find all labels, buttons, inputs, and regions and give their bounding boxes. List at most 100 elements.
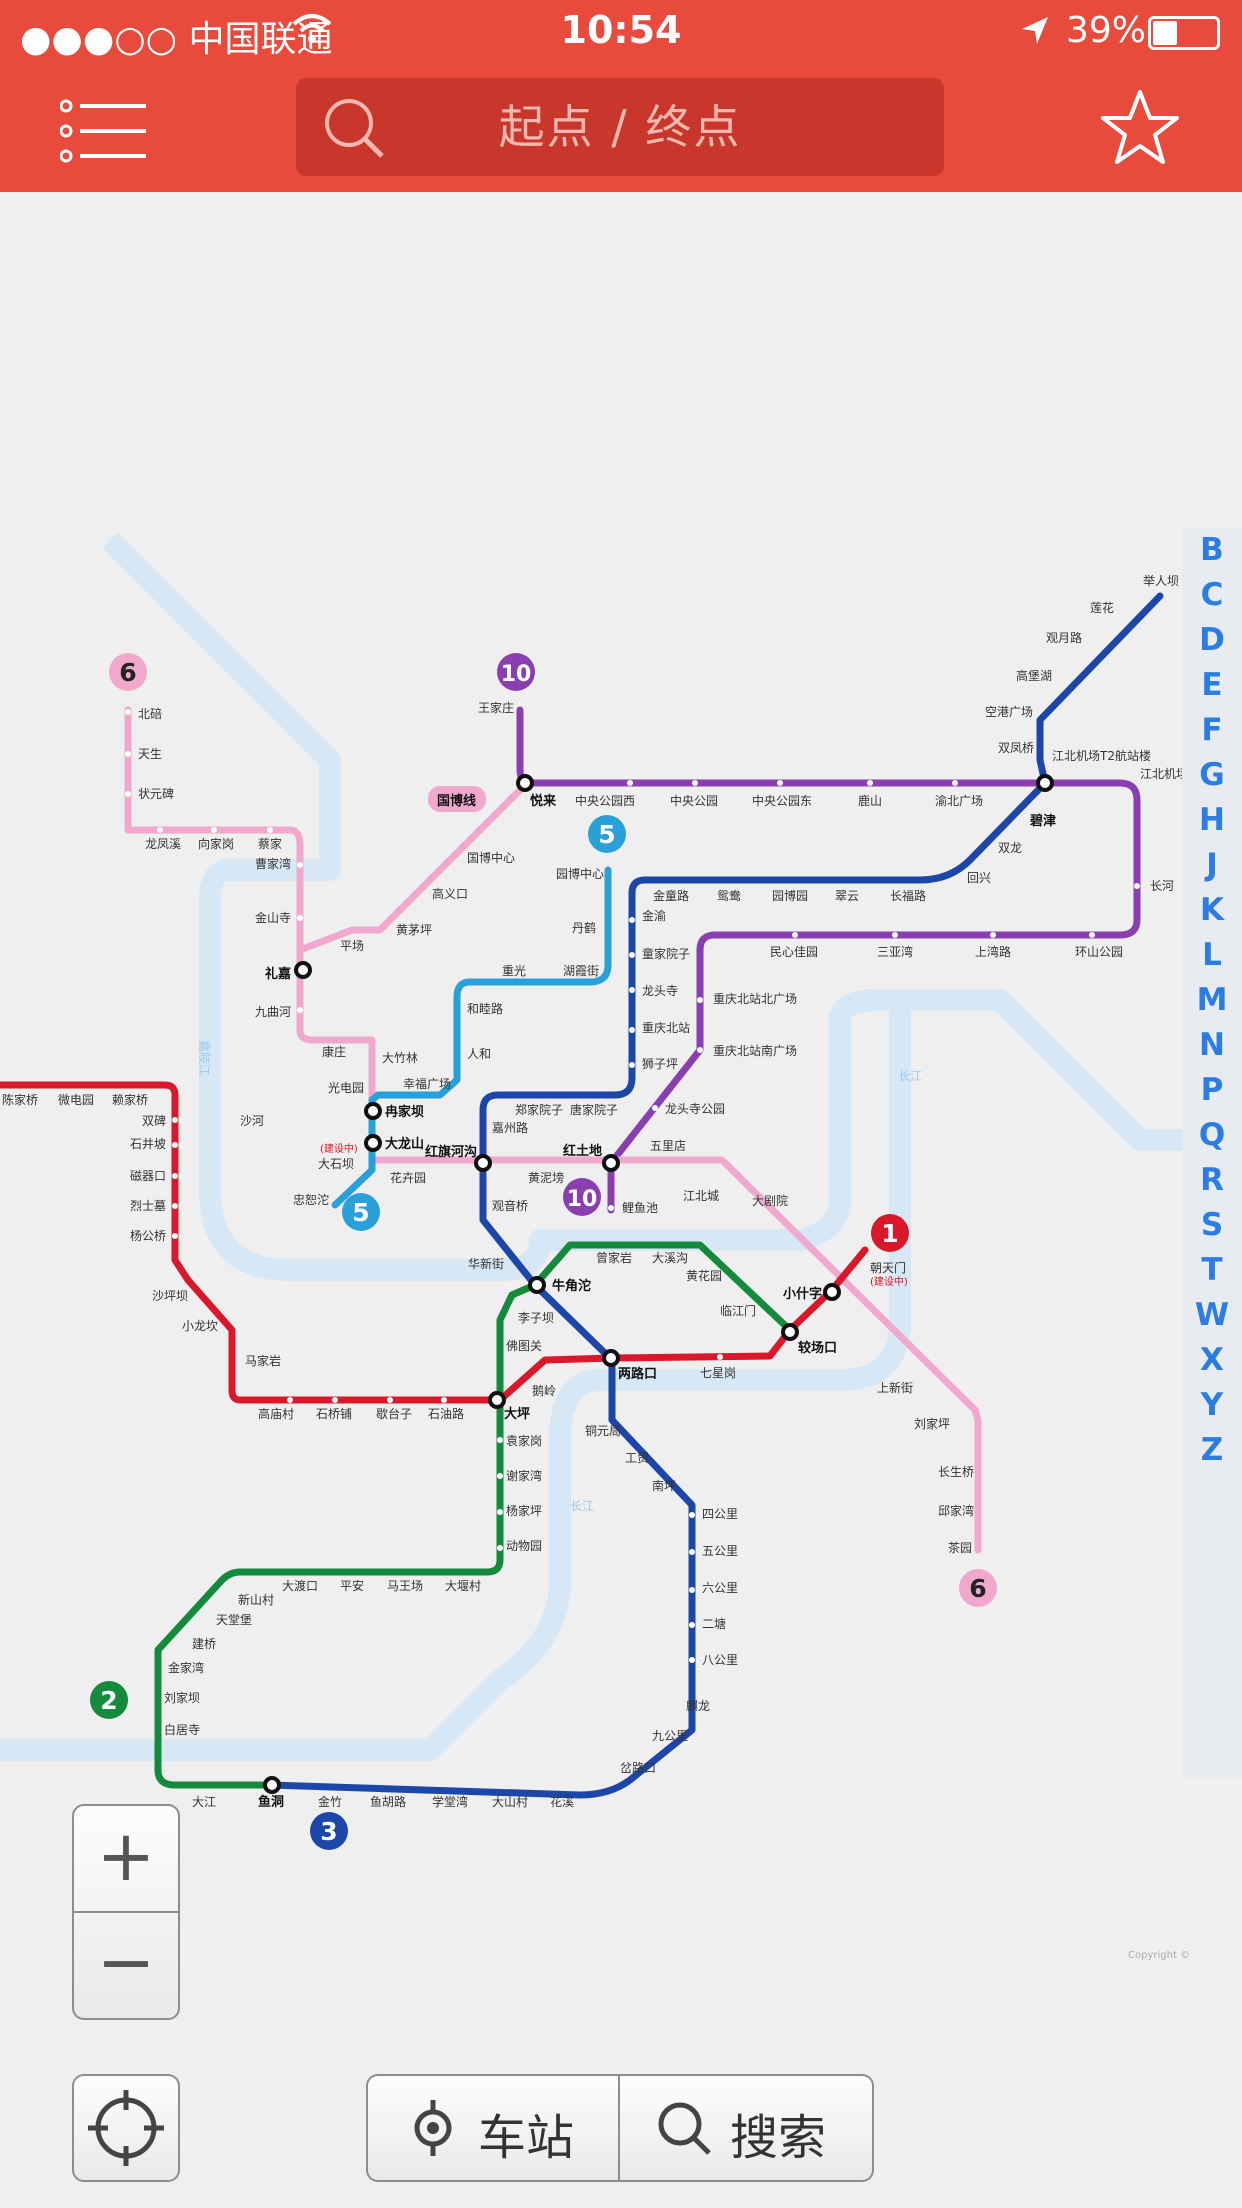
menu-button[interactable] — [59, 96, 150, 166]
station-lijia[interactable] — [294, 961, 312, 979]
station-hongqihegou[interactable] — [474, 1154, 492, 1172]
badge-line-6-top[interactable]: 6 — [109, 653, 147, 691]
label-daxigou: 大溪沟 — [652, 1251, 688, 1265]
index-letter-r[interactable]: R — [1200, 1162, 1224, 1198]
index-letter-n[interactable]: N — [1199, 1027, 1225, 1063]
stations-label: 车站 — [478, 2110, 575, 2166]
badge-line-10-bottom[interactable]: 10 — [563, 1178, 601, 1216]
label-qixinggang: 七星岗 — [700, 1366, 736, 1380]
label-jinshansi: 金山寺 — [255, 910, 291, 925]
station-daping[interactable] — [488, 1391, 506, 1409]
label-chayuan: 茶园 — [948, 1540, 972, 1555]
index-letter-c[interactable]: C — [1200, 577, 1224, 613]
guobo-line-label: 国博线 — [437, 793, 476, 809]
zoom-out-button[interactable]: − — [96, 1921, 156, 2003]
index-letter-f[interactable]: F — [1201, 712, 1223, 748]
badge-line-5-bottom[interactable]: 5 — [342, 1193, 380, 1231]
badge-line-10-top[interactable]: 10 — [497, 653, 535, 691]
search-button[interactable]: 搜索 — [620, 2076, 870, 2180]
guobo-line-tag[interactable]: 国博线 — [428, 786, 486, 812]
label-daping: 大坪 — [504, 1406, 530, 1422]
clock: 10:54 — [560, 8, 682, 52]
station-niujiaotuo[interactable] — [528, 1276, 546, 1294]
label-bijin: 碧津 — [1029, 813, 1056, 829]
index-letter-h[interactable]: H — [1199, 802, 1225, 838]
label-airport-t2: 江北机场T2航站楼 — [1052, 748, 1151, 763]
station-lianglukou[interactable] — [602, 1349, 620, 1367]
station-yudong[interactable] — [263, 1776, 281, 1794]
label-xietaizi: 歇台子 — [376, 1406, 412, 1421]
label-bagongli: 八公里 — [702, 1653, 738, 1667]
label-yuanjiagang: 袁家岗 — [506, 1433, 542, 1448]
station-yuelai[interactable] — [516, 774, 534, 792]
label-dajiang: 大江 — [192, 1795, 216, 1809]
index-letter-y[interactable]: Y — [1200, 1387, 1224, 1423]
index-letter-t[interactable]: T — [1201, 1252, 1223, 1288]
index-letter-x[interactable]: X — [1200, 1342, 1224, 1378]
label-tongyuanju: 铜元局 — [585, 1423, 621, 1438]
interchange-stations[interactable] — [263, 774, 1054, 1794]
label-longtousi: 龙头寺 — [642, 984, 678, 998]
index-letter-w[interactable]: W — [1194, 1297, 1230, 1333]
station-dalongshan[interactable] — [364, 1134, 382, 1152]
stations-button[interactable]: 车站 — [368, 2076, 620, 2180]
badge-line-2[interactable]: 2 — [90, 1681, 128, 1719]
badge-line-6-bottom[interactable]: 6 — [959, 1569, 997, 1607]
label-caojiawan: 曹家湾 — [255, 856, 291, 871]
badge-line-10-top-text: 10 — [501, 662, 532, 687]
label-chalukou: 岔路口 — [620, 1760, 656, 1775]
label-xiaoshizi: 小什字 — [783, 1286, 822, 1302]
badge-line-1[interactable]: 1 — [871, 1214, 909, 1252]
favorite-button[interactable] — [1100, 88, 1180, 172]
label-pingchang: 平场 — [340, 939, 364, 953]
station-jiaochangkou[interactable] — [781, 1323, 799, 1341]
label-guangdianyuan: 光电园 — [328, 1081, 364, 1095]
label-tangjiayuanzi: 唐家院子 — [570, 1102, 618, 1117]
index-letter-q[interactable]: Q — [1198, 1117, 1226, 1153]
badge-line-3-text: 3 — [320, 1817, 337, 1846]
label-lianglukou: 两路口 — [618, 1366, 657, 1382]
label-nanping: 南坪 — [652, 1478, 676, 1493]
index-letter-s[interactable]: S — [1200, 1207, 1224, 1243]
line-2-path — [154, 1241, 794, 1789]
station-pin-icon — [414, 2100, 452, 2156]
index-letter-g[interactable]: G — [1199, 757, 1225, 793]
label-huanshan: 环山公园 — [1075, 945, 1123, 959]
label-hongqihegou: 红旗河沟 — [425, 1144, 477, 1160]
route-search-input[interactable]: 起点 / 终点 — [296, 78, 944, 176]
search-icon — [325, 99, 384, 158]
badge-line-5-top-text: 5 — [598, 820, 615, 849]
badge-line-3[interactable]: 3 — [310, 1812, 348, 1850]
label-huangnibang: 黄泥塝 — [528, 1170, 564, 1185]
metro-map[interactable]: 嘉陵江 长江 长江 沙河 — [0, 192, 1242, 2208]
index-letter-e[interactable]: E — [1201, 667, 1223, 703]
badge-line-5-top[interactable]: 5 — [588, 815, 626, 853]
station-bijin[interactable] — [1036, 774, 1054, 792]
station-hongtudi[interactable] — [602, 1154, 620, 1172]
label-liujiaping: 刘家坪 — [914, 1416, 950, 1431]
index-letter-m[interactable]: M — [1196, 982, 1228, 1018]
index-letter-b[interactable]: B — [1200, 532, 1224, 568]
index-letter-l[interactable]: L — [1202, 937, 1222, 973]
index-letter-k[interactable]: K — [1199, 892, 1225, 928]
label-danhe: 丹鹤 — [572, 920, 596, 935]
line-badges[interactable]: 1 2 3 5 5 6 6 10 10 — [90, 653, 997, 1850]
locate-button[interactable] — [72, 2074, 180, 2182]
label-yudong: 鱼洞 — [258, 1794, 284, 1810]
label-chongguang: 重光 — [502, 964, 526, 978]
metro-map-canvas[interactable]: 嘉陵江 长江 长江 沙河 — [0, 192, 1242, 2208]
label-jiazhoulu: 嘉州路 — [492, 1120, 528, 1135]
label-gaobaohu: 高堡湖 — [1016, 668, 1052, 683]
label-mawangchang: 马王场 — [387, 1579, 423, 1593]
label-hemulu: 和睦路 — [467, 1001, 503, 1016]
index-letter-z[interactable]: Z — [1200, 1432, 1224, 1468]
label-chenjiaqiao: 陈家桥 — [2, 1092, 38, 1107]
zoom-in-button[interactable]: + — [74, 1806, 178, 1913]
index-letter-p[interactable]: P — [1200, 1072, 1224, 1108]
index-letter-d[interactable]: D — [1199, 622, 1225, 658]
station-ranjiaba[interactable] — [364, 1102, 382, 1120]
index-letter-j[interactable]: J — [1206, 847, 1218, 883]
station-xiaoshizi[interactable] — [823, 1283, 841, 1301]
label-shiyoulu: 石油路 — [428, 1406, 464, 1421]
